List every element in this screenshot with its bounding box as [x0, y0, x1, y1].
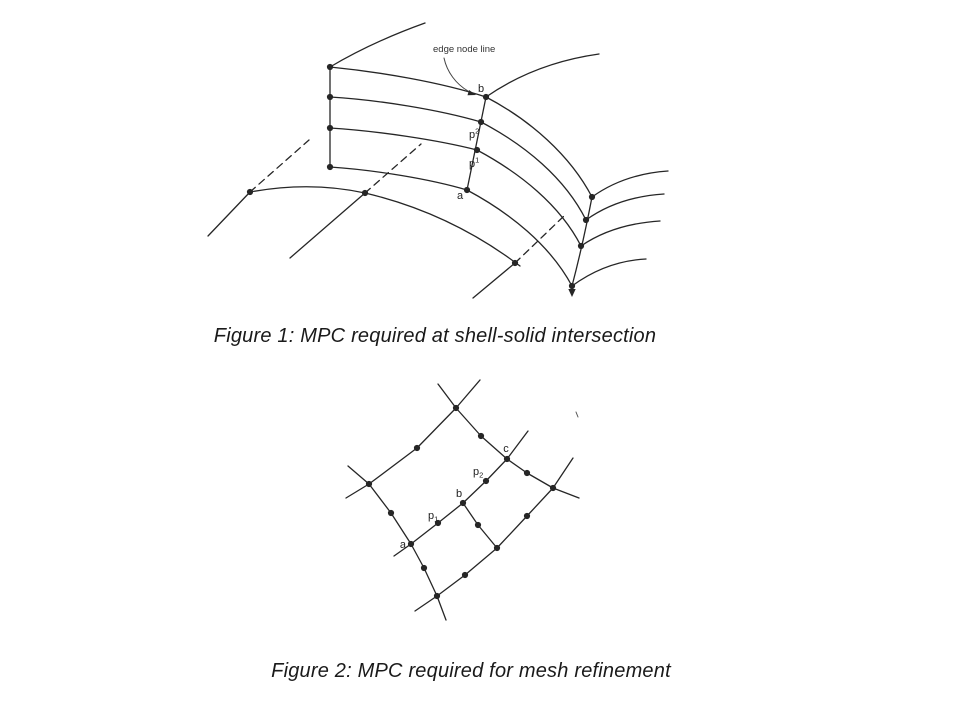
- node-dot: [365, 480, 373, 488]
- node-dot: [523, 469, 531, 477]
- node-dot-p1: [473, 146, 481, 154]
- figure2-caption: Figure 2: MPC required for mesh refineme…: [271, 660, 671, 682]
- node-dot: [582, 216, 590, 224]
- node-dot-c: [503, 455, 511, 463]
- node-dot: [246, 188, 254, 196]
- figure1-arrowheads: [467, 90, 576, 297]
- node-dot-a: [407, 540, 415, 548]
- node-dot-p2: [482, 477, 490, 485]
- normal-line-2-dashed: [364, 143, 422, 194]
- normal-line-2-solid: [289, 192, 366, 259]
- edge-node-line: [466, 96, 487, 191]
- node-label-p-sup1: p1: [469, 156, 479, 171]
- node-dot-p1: [434, 519, 442, 527]
- node-label-a: a: [457, 190, 464, 202]
- node-label-a: a: [400, 539, 407, 551]
- node-dot: [588, 193, 596, 201]
- node-dot-p2: [477, 118, 485, 126]
- node-label-c: c: [503, 443, 509, 455]
- mesh-line-left-column: [347, 465, 447, 621]
- shell-curve-4: [329, 166, 573, 287]
- node-dot-b: [459, 499, 467, 507]
- node-label-b: b: [478, 83, 484, 95]
- figure2-labels: a p1 b p2 c: [400, 443, 509, 551]
- node-dot: [452, 404, 460, 412]
- node-label-p-sup2: p2: [469, 127, 479, 142]
- mesh-line-top-left: [345, 379, 481, 499]
- down-arrowhead-icon: [568, 289, 576, 297]
- node-dot: [511, 259, 519, 267]
- figure1-nodes: [246, 63, 596, 290]
- node-dot: [326, 163, 334, 171]
- node-dot: [493, 544, 501, 552]
- top-right-curve: [485, 53, 600, 98]
- leader-arrowhead-icon: [467, 90, 476, 96]
- normal-line-1-dashed: [249, 139, 310, 193]
- figure1-diagram: [207, 22, 669, 299]
- shell-midsurface-curve: [249, 186, 521, 267]
- node-dot: [387, 509, 395, 517]
- node-dot: [433, 592, 441, 600]
- node-dot: [361, 189, 369, 197]
- node-dot-b: [482, 93, 490, 101]
- normal-line-1-solid: [207, 191, 251, 237]
- figure2-nodes: [365, 404, 557, 600]
- mesh-line-bottom-right: [414, 457, 574, 612]
- right-branch-curve-4: [571, 258, 647, 287]
- figure1-caption: Figure 1: MPC required at shell-solid in…: [213, 325, 657, 347]
- node-dot-a: [463, 186, 471, 194]
- top-left-curve: [329, 22, 426, 68]
- stray-mark: [575, 411, 579, 418]
- node-dot: [326, 124, 334, 132]
- right-edge-line: [571, 196, 593, 287]
- node-dot: [474, 521, 482, 529]
- right-branch-curve-2: [585, 193, 665, 221]
- right-branch-curve-3: [580, 220, 661, 247]
- node-label-p-sub2: p2: [473, 466, 483, 480]
- node-dot: [523, 512, 531, 520]
- node-dot: [568, 282, 576, 290]
- right-branch-curve-1: [591, 170, 669, 198]
- leader-line: [443, 57, 469, 92]
- node-dot: [549, 484, 557, 492]
- node-dot: [461, 571, 469, 579]
- edge-node-line-label: edge node line: [433, 44, 495, 55]
- normal-line-3-dashed: [514, 215, 565, 264]
- node-dot: [477, 432, 485, 440]
- node-label-p-sub1: p1: [428, 510, 438, 524]
- node-dot: [326, 93, 334, 101]
- node-label-b: b: [456, 488, 462, 500]
- figure1-labels: edge node line b p2 p1 a: [433, 44, 495, 202]
- node-dot: [577, 242, 585, 250]
- node-dot: [420, 564, 428, 572]
- normal-line-3-solid: [472, 262, 516, 299]
- node-dot: [326, 63, 334, 71]
- node-dot: [413, 444, 421, 452]
